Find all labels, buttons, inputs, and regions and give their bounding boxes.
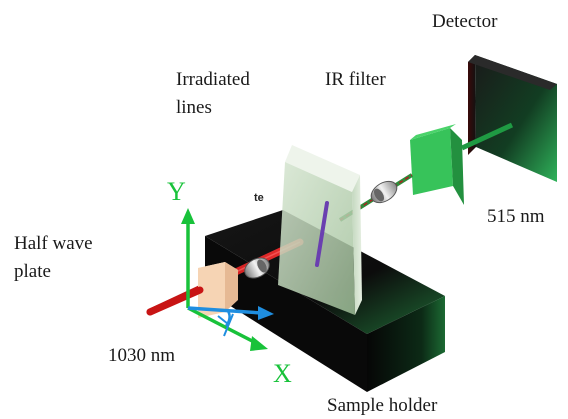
detector-block: [468, 55, 557, 182]
gamma-symbol: [217, 313, 234, 337]
coordinate-axes: [181, 208, 274, 351]
green-beam-out: [460, 122, 514, 151]
half-wave-plate: [198, 262, 238, 318]
sample-glass: [278, 145, 362, 315]
x-axis-arrow: [187, 306, 259, 346]
sample-holder-label: Sample holder: [327, 395, 438, 416]
irradiated-lines-label-2: lines: [176, 97, 212, 118]
irradiated-line: [315, 201, 329, 267]
irradiated-lines-label-1: Irradiated: [176, 69, 250, 90]
angle-arc: [224, 310, 231, 327]
half-wave-plate-label-1: Half wave: [14, 233, 93, 254]
y-axis-label: Y: [167, 177, 186, 206]
focusing-lens-2: [370, 180, 398, 204]
ir-filter-label: IR filter: [325, 69, 386, 90]
te-label: te: [254, 192, 264, 204]
half-wave-plate-label-2: plate: [14, 261, 51, 282]
output-wavelength-label: 515 nm: [487, 206, 545, 227]
input-wavelength-label: 1030 nm: [108, 345, 176, 366]
focusing-lens-1: [244, 257, 270, 279]
detector-label: Detector: [432, 11, 498, 32]
x-axis-label: X: [273, 359, 292, 388]
ir-filter: [410, 124, 464, 205]
beam-direction-arrow: [187, 306, 263, 315]
